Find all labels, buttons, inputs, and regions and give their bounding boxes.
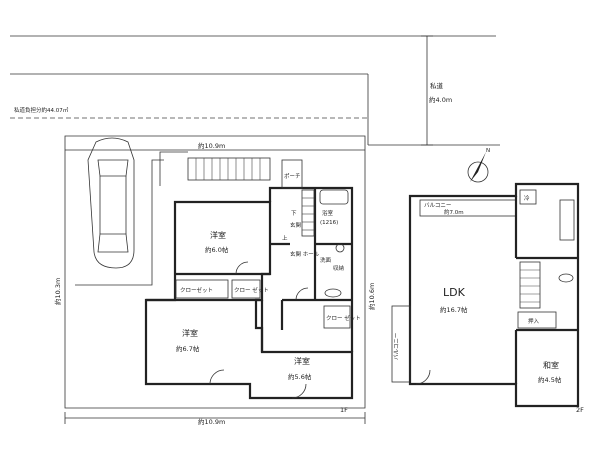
entrance-steps: [187, 157, 271, 181]
floor1-label: 1F: [340, 406, 348, 414]
genkan-label: 玄関: [290, 221, 302, 229]
ldk-name: LDK: [443, 286, 466, 299]
balcony-label: バルコニー: [424, 202, 451, 209]
lot-bottom-width: 約10.9m: [198, 417, 225, 426]
door-arc-4: [295, 287, 309, 301]
north-pointer: [470, 152, 486, 182]
stairs-2f: [519, 261, 541, 309]
washbasin-icon: [335, 243, 345, 253]
road-name: 私道: [430, 81, 444, 90]
north-label: N: [486, 148, 490, 154]
car-icon: [87, 137, 135, 269]
stair-mark-up: 上: [282, 234, 288, 242]
oshiire-label: 押入: [528, 317, 540, 325]
stair-mark-down: 下: [291, 210, 297, 217]
side-balcony: [391, 305, 411, 383]
lot-outline: [64, 135, 366, 409]
room-c-name: 洋室: [294, 356, 310, 366]
oshiire: [517, 311, 557, 329]
room-b-name: 洋室: [182, 328, 198, 338]
hall-label: 玄関 ホール: [290, 250, 320, 258]
door-arc-1: [235, 261, 249, 275]
closet-3: [323, 305, 351, 329]
lot-right-depth: 約10.6m: [367, 283, 376, 310]
wall-fence: [159, 151, 188, 186]
north-arrow: N: [467, 148, 490, 183]
balcony-size: 約7.0m: [444, 208, 464, 216]
lot-boundary: 約10.9m 約10.9m 約10.3m 約10.6m: [53, 135, 376, 426]
storage-label: 収納: [333, 264, 345, 272]
room-a-name: 洋室: [210, 230, 226, 240]
room-a-size: 約6.0帖: [205, 245, 229, 254]
side-balcony-label: バルコニー: [393, 333, 400, 360]
bath-size: (1216): [320, 220, 338, 226]
closet-2: [231, 279, 261, 299]
road-burden: 私道負担分約44.07㎡: [14, 106, 69, 114]
room-b-size: 約6.7帖: [176, 344, 200, 353]
porch-area: [281, 159, 303, 189]
door-arc-5: [415, 369, 431, 385]
bath-label: 浴室: [322, 209, 334, 217]
washitsu-size: 約4.5帖: [538, 375, 562, 384]
closet-2-label: クロー ゼット: [234, 286, 269, 294]
toilet-icon: [324, 288, 342, 298]
private-road: 私道 約4.0m 私道負担分約44.07㎡: [10, 35, 500, 146]
kitchen-counter: [559, 199, 575, 241]
floor2-outline: [408, 182, 580, 408]
duct-label: 冷: [524, 194, 530, 202]
closet-1-label: クローゼット: [180, 286, 213, 294]
lot-left-depth: 約10.3m: [53, 278, 62, 305]
lot-top-width: 約10.9m: [198, 141, 225, 150]
wash-label: 洗面: [320, 256, 332, 264]
door-arc-3: [291, 383, 307, 399]
closet-1: [175, 279, 229, 299]
floor-1: ポーチ 下 上 玄関 玄関 ホール 浴室 (1216) 洗面 収納 洋室 約6.…: [144, 151, 361, 414]
stairs-1f: [301, 189, 315, 237]
door-arc-2: [209, 369, 225, 385]
floor1-wet-wall: [268, 186, 354, 352]
washitsu-name: 和室: [543, 360, 559, 370]
toilet-2f-icon: [558, 273, 574, 283]
ldk-size: 約16.7帖: [440, 305, 468, 314]
floor2-label: 2F: [576, 406, 584, 414]
porch-label: ポーチ: [284, 173, 301, 180]
north-circle: [467, 161, 489, 183]
bathtub: [319, 189, 349, 205]
room-c-size: 約5.6帖: [288, 372, 312, 381]
duct: [519, 189, 537, 205]
closet-3-label: クロー ゼット: [326, 314, 361, 322]
parking-outline: [75, 159, 164, 286]
road-width: 約4.0m: [429, 95, 452, 104]
floor-2: バルコニー 約7.0m LDK 約16.7帖 和室 約4.5帖 押入 冷 バルコ…: [391, 182, 584, 414]
